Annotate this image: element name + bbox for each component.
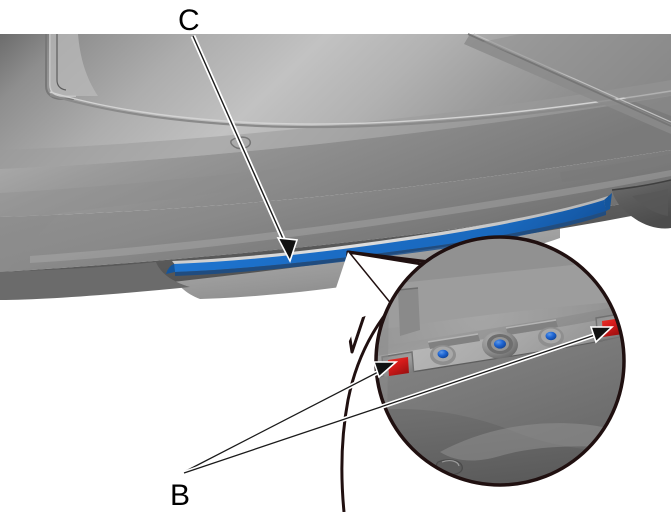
detail-rail-tab-right-highlight [505,319,557,329]
bumper-alignment-notch [230,136,252,150]
bumper-lower-panel [0,150,671,272]
trim-strip-face [174,200,606,272]
trim-strip-right-tip [604,193,612,211]
bumper-left-lower-silhouette [0,262,190,300]
bumper-left-skirt [0,166,300,292]
detail-left-rib [398,288,420,336]
bumper-mid-panel [0,96,671,217]
leader-b-left-stroke-inner [183,368,385,473]
trim-strip-left-tip [166,264,175,274]
bumper-lower-highlight [30,170,671,263]
detail-rail-tab-left-highlight [427,333,479,343]
leader-b-right-arrowhead [589,326,615,344]
bumper-upper-crease [0,80,671,169]
magnifier-connector-tail [230,252,392,512]
bumper-right-shoulder [482,34,671,116]
detail-circle-rim [374,235,626,487]
blue-trim-strip [166,193,612,276]
trim-seat-highlight [172,196,608,266]
magnifier-connector-tail-edge [340,305,394,512]
detail-fastener-left [430,345,456,365]
bumper-right-crease [464,34,671,134]
detail-rail-tab-right [506,320,558,335]
leader-line-c [190,34,299,264]
bumper-recess-face [50,34,98,96]
detail-lower-bowl-highlight [440,423,624,461]
callout-label-c: C [178,4,200,37]
leader-b-left-arrowhead [372,361,399,379]
leader-line-b-left [182,361,399,475]
leader-b-right-stroke-inner [183,333,599,474]
bumper-body-line-upper-highlight [49,90,671,125]
leader-c-stroke-inner [192,35,289,251]
detail-left-rib-edge [397,287,419,291]
bumper-right-diffuser-edge [611,179,671,191]
leader-c-arrowhead [276,237,299,264]
detail-magnifier [374,235,626,487]
callout-label-b: B [170,479,190,512]
leader-line-b-right [183,326,615,476]
bumper-body-line-upper [49,92,671,129]
bumper-right-diffuser-inner [632,189,668,216]
detail-fastener-right [538,327,564,347]
detail-fastener-center [482,331,518,359]
bumper-right-notch [560,154,671,182]
bumper-recess-edge-dark [56,34,67,91]
rear-bumper-assembly [0,33,671,300]
